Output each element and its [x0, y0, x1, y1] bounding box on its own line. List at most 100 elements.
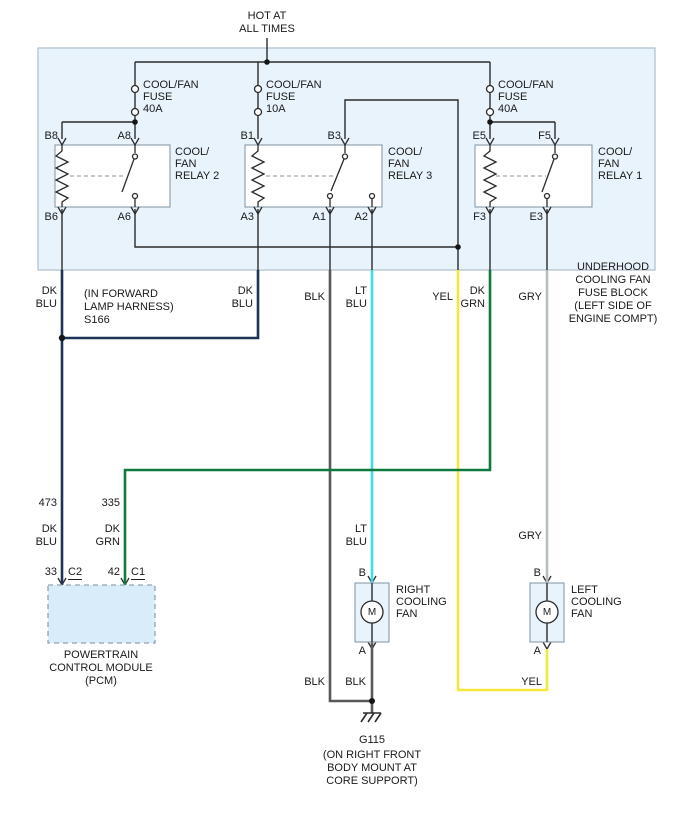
- fuse3-label-line2: FUSE: [498, 91, 528, 103]
- relay-3-box: [244, 144, 383, 208]
- left-cooling-fan-symbol: [529, 582, 565, 643]
- terminal-b3: B3: [327, 130, 341, 142]
- wire-ltblu-mid-line1: LT: [354, 523, 367, 535]
- wire-fan-blk-label: BLK: [345, 676, 366, 688]
- terminal-a3: A3: [240, 211, 254, 223]
- wire-473-color-line2: BLU: [35, 536, 57, 548]
- wire-dk-blu-a3-to-splice: [62, 270, 260, 340]
- left-fan-caption-line3: FAN: [571, 608, 593, 620]
- right-fan-terminal-a: A: [358, 645, 366, 657]
- fuse-block-caption-line4: (LEFT SIDE OF: [574, 300, 652, 312]
- relay2-label-line1: COOL/: [175, 146, 210, 158]
- relay3-label-line1: COOL/: [388, 146, 423, 158]
- terminal-b1: B1: [240, 130, 254, 142]
- right-fan-caption-line2: COOLING: [396, 596, 447, 608]
- wire-b6-color-line2: BLU: [35, 298, 57, 310]
- ground-note-line3: CORE SUPPORT): [326, 775, 418, 787]
- fuse2-label-line2: FUSE: [266, 91, 296, 103]
- relay1-label-line3: RELAY 1: [598, 170, 643, 182]
- left-fan-motor-letter: M: [542, 607, 552, 618]
- right-fan-motor-letter: M: [367, 607, 377, 618]
- left-fan-caption-line2: COOLING: [571, 596, 622, 608]
- wire-yel-bottom-label: YEL: [521, 676, 542, 688]
- fuse1-label-line1: COOL/FAN: [143, 79, 199, 91]
- circuit-473: 473: [38, 497, 57, 509]
- fuse-block-caption-line2: COOLING FAN: [575, 274, 651, 286]
- fuse2-label-line3: 10A: [266, 103, 286, 115]
- terminal-f5: F5: [538, 130, 551, 142]
- ground-note-line2: BODY MOUNT AT: [327, 762, 417, 774]
- wire-a2-color-line1: LT: [354, 285, 367, 297]
- wire-473-color-line1: DK: [41, 523, 57, 535]
- fuse-block-caption-line5: ENGINE COMPT): [568, 313, 658, 325]
- pcm-pin-42: 42: [107, 566, 120, 578]
- right-cooling-fan-symbol: [354, 582, 390, 643]
- fuse2-label-line1: COOL/FAN: [266, 79, 322, 91]
- ground-g115-label: G115: [358, 734, 386, 746]
- circuit-335: 335: [101, 497, 120, 509]
- relay1-label-line1: COOL/: [598, 146, 633, 158]
- fuse-block-caption-line1: UNDERHOOD: [576, 261, 650, 273]
- relay-coil-symbols: [54, 145, 498, 207]
- wire-e3-color: GRY: [518, 291, 542, 303]
- terminal-a6: A6: [117, 211, 131, 223]
- pcm-box: [47, 584, 156, 644]
- junction-dots: [58, 59, 493, 704]
- fuse1-label-line3: 40A: [143, 103, 163, 115]
- left-fan-caption-line1: LEFT: [571, 584, 598, 596]
- relay1-label-line2: FAN: [598, 158, 620, 170]
- fuse-block-caption-line3: FUSE BLOCK: [578, 287, 648, 299]
- wire-gry-mid: GRY: [518, 530, 542, 542]
- splice-note-line1: (IN FORWARD: [84, 288, 158, 300]
- right-fan-caption-line1: RIGHT: [396, 584, 431, 596]
- splice-note-line2: LAMP HARNESS): [84, 301, 174, 313]
- power-bus-lines: [61, 38, 556, 270]
- wire-dk-grn-335-f3-to-pcm: [123, 270, 492, 585]
- pcm-conn-c1: C1: [131, 566, 146, 580]
- fuse3-label-line1: COOL/FAN: [498, 79, 554, 91]
- wire-a3-color-line1: DK: [237, 285, 253, 297]
- relay3-label-line2: FAN: [388, 158, 410, 170]
- pcm-caption-line1: POWERTRAIN: [63, 649, 139, 661]
- fuse-symbols: [130, 84, 495, 117]
- wire-blk-bottom-label: BLK: [304, 676, 325, 688]
- left-fan-terminal-b: B: [533, 567, 541, 579]
- right-fan-caption-line3: FAN: [396, 608, 418, 620]
- relay2-label-line3: RELAY 2: [175, 170, 220, 182]
- splice-s166-label: S166: [84, 314, 110, 326]
- wire-yel-to-left-fan: [456, 270, 549, 692]
- terminal-a8: A8: [117, 130, 131, 142]
- splice-s166-dot: [58, 334, 66, 342]
- pcm-caption-line3: (PCM): [85, 675, 117, 687]
- terminal-b6: B6: [44, 211, 58, 223]
- pcm-conn-c2: C2: [68, 566, 83, 580]
- terminal-a1: A1: [312, 211, 326, 223]
- terminal-e5: E5: [472, 130, 486, 142]
- wire-f3-color-line2: GRN: [460, 298, 485, 310]
- wire-yel-color: YEL: [432, 291, 453, 303]
- relay3-label-line3: RELAY 3: [388, 170, 433, 182]
- right-fan-terminal-b: B: [358, 567, 366, 579]
- power-label-line1: HOT AT: [247, 10, 287, 22]
- fuse1-label-line2: FUSE: [143, 91, 173, 103]
- relay2-label-line2: FAN: [175, 158, 197, 170]
- power-label-line2: ALL TIMES: [239, 23, 295, 35]
- wire-f3-color-line1: DK: [469, 285, 485, 297]
- fuse3-label-line3: 40A: [498, 103, 518, 115]
- wire-a3-color-line2: BLU: [231, 298, 253, 310]
- wire-ltblu-mid-line2: BLU: [345, 536, 367, 548]
- ground-symbol: [360, 712, 382, 723]
- terminal-f3: F3: [473, 211, 486, 223]
- wire-b6-color-line1: DK: [41, 285, 57, 297]
- wire-blk-a1-to-ground: [328, 270, 374, 713]
- pcm-caption-line2: CONTROL MODULE: [49, 662, 153, 674]
- terminal-arrows: [57, 137, 560, 651]
- terminal-a2: A2: [354, 211, 368, 223]
- terminal-b8: B8: [44, 130, 58, 142]
- wire-a1-color: BLK: [304, 291, 325, 303]
- relay-switch-symbols: [121, 145, 559, 207]
- wire-335-color-line2: GRN: [95, 536, 120, 548]
- pcm-pin-33: 33: [44, 566, 57, 578]
